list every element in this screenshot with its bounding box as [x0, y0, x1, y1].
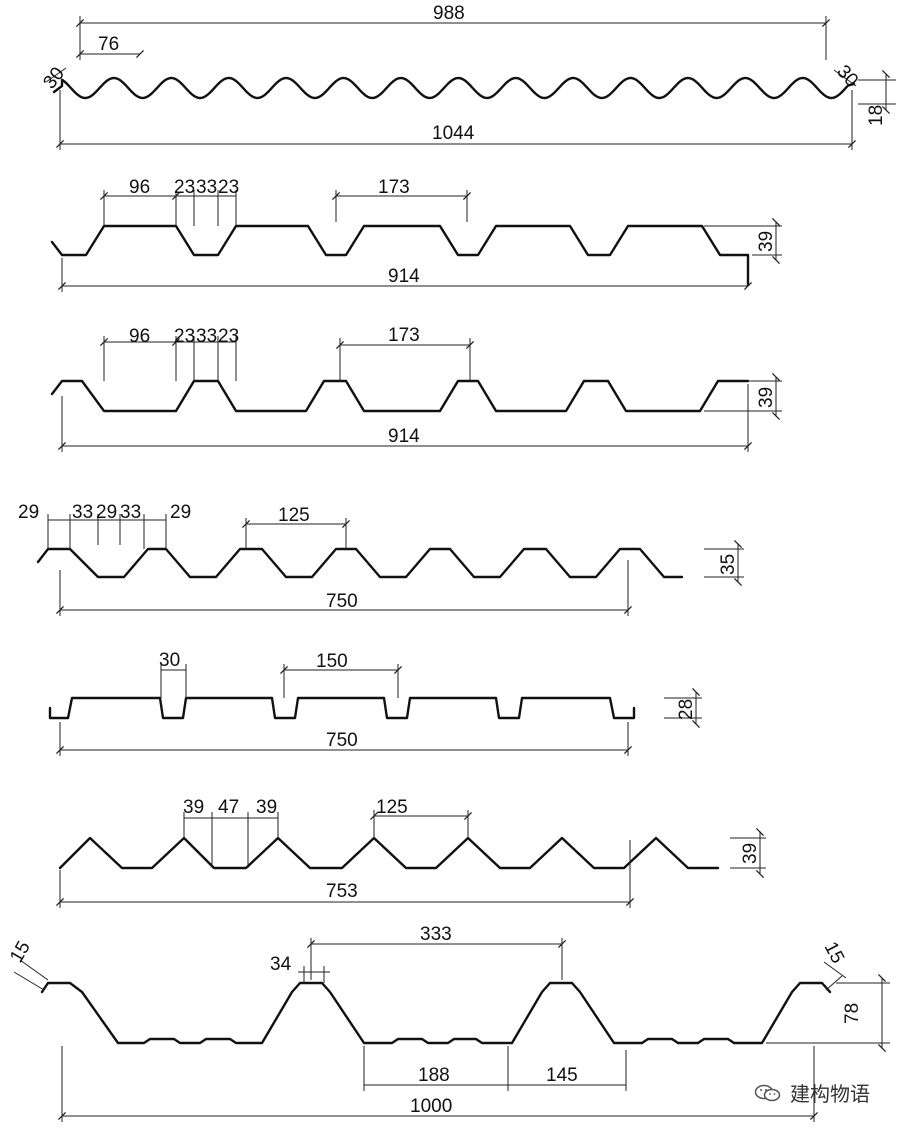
p2-web-b-label: 23 [218, 177, 239, 198]
profile-6-trapezoid: 39 47 39 125 39 753 [55, 797, 766, 908]
p4-d4-label: 33 [120, 502, 141, 523]
p4-pitch-label: 125 [278, 505, 310, 526]
profile-4-outline [36, 547, 684, 579]
p1-pitch-label: 76 [98, 34, 119, 55]
p2-valley-label: 33 [196, 177, 217, 198]
p3-height-label: 39 [756, 387, 777, 408]
watermark: 建构物语 [754, 1078, 870, 1107]
profile-5-outline [48, 696, 636, 720]
profile-2-outline [50, 224, 750, 287]
wechat-icon [754, 1084, 781, 1101]
p6-web-a-label: 39 [183, 797, 204, 818]
p2-overall-label: 914 [388, 266, 420, 287]
p6-height-label: 39 [740, 843, 761, 864]
p2-pitch-label: 173 [378, 177, 410, 198]
p4-height-label: 35 [718, 554, 739, 575]
p1-overall-label: 1044 [432, 123, 475, 144]
p5-overall-label: 750 [326, 730, 358, 751]
p3-web-b-label: 23 [218, 326, 239, 347]
profile-1-corrugated: 988 76 30 30 1044 18 [39, 3, 896, 150]
p4-d5-label: 29 [170, 502, 191, 523]
p4-overall-label: 750 [326, 591, 358, 612]
p2-web-a-label: 23 [174, 177, 195, 198]
p7-height-label: 78 [842, 1003, 863, 1024]
p1-height-label: 18 [866, 105, 887, 126]
p4-d2-label: 33 [72, 502, 93, 523]
p6-flat-label: 47 [218, 797, 239, 818]
p1-end-left-label: 30 [39, 63, 69, 93]
p5-height-label: 28 [676, 699, 697, 720]
p7-pitch-label: 333 [420, 924, 452, 945]
p7-pan-label: 188 [418, 1065, 450, 1086]
p1-pitch-span-label: 988 [433, 3, 465, 24]
p7-overall-label: 1000 [410, 1096, 452, 1117]
profile-5-ribbed: 30 150 28 750 [48, 650, 702, 756]
profile-3-trapezoid: 96 23 33 23 173 39 914 [50, 325, 782, 452]
p6-pitch-label: 125 [376, 797, 408, 818]
p7-end-left-label: 15 [6, 938, 35, 967]
profile-4-trapezoid: 29 33 29 33 29 125 35 750 [18, 502, 744, 616]
p7-web-label: 145 [546, 1065, 578, 1086]
profile-6-outline [58, 836, 720, 870]
profile-3-outline [50, 379, 750, 413]
p3-crest-label: 96 [129, 326, 150, 347]
p3-overall-label: 914 [388, 426, 420, 447]
p4-d3-label: 29 [96, 502, 117, 523]
p7-end-right-label: 15 [820, 938, 848, 967]
watermark-text: 建构物语 [790, 1082, 870, 1106]
p6-web-b-label: 39 [256, 797, 277, 818]
p3-valley-label: 33 [196, 326, 217, 347]
p3-web-a-label: 23 [174, 326, 195, 347]
profile-2-trapezoid: 96 23 33 23 173 39 914 [50, 177, 782, 292]
p5-pitch-label: 150 [316, 651, 348, 672]
p2-crest-label: 96 [129, 177, 150, 198]
p4-d1-label: 29 [18, 502, 39, 523]
p5-rib-label: 30 [159, 650, 180, 671]
p7-crest-label: 34 [270, 954, 292, 975]
p3-pitch-label: 173 [388, 325, 420, 346]
p6-overall-label: 753 [326, 881, 358, 902]
profile-1-outline [52, 76, 856, 100]
p2-height-label: 39 [756, 231, 777, 252]
p1-end-right-label: 30 [832, 61, 862, 91]
profile-7-outline [40, 981, 832, 1045]
